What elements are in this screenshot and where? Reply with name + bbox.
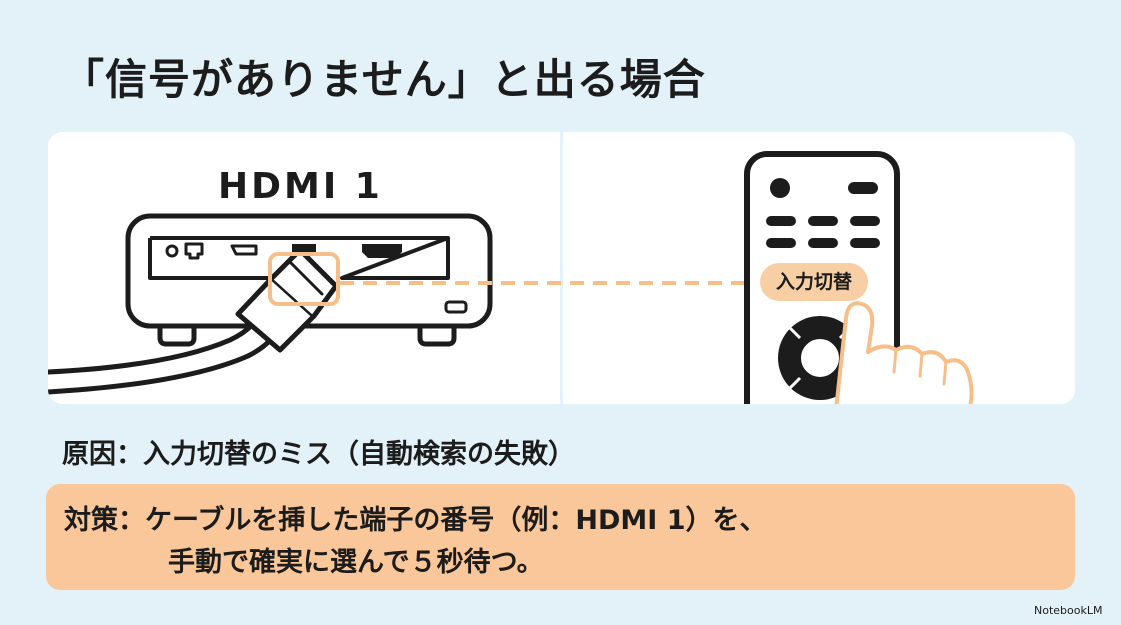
pointing-hand-icon xyxy=(834,301,974,404)
page-title: 「信号がありません」と出る場合 xyxy=(62,55,706,104)
solution-line-2: 手動で確実に選んで５秒待つ。 xyxy=(168,547,544,578)
solution-box: 対策：ケーブルを挿した端子の番号（例：HDMI 1）を、 手動で確実に選んで５秒… xyxy=(46,484,1075,590)
remote-control-icon xyxy=(744,151,900,404)
solution-line-1: 対策：ケーブルを挿した端子の番号（例：HDMI 1）を、 xyxy=(64,505,767,536)
brand-watermark: NotebookLM xyxy=(1034,604,1103,617)
cause-text: 原因：入力切替のミス（自動検索の失敗） xyxy=(62,439,575,470)
port-highlight xyxy=(268,252,340,306)
hdmi-cable xyxy=(48,247,339,395)
input-switch-button-label: 入力切替 xyxy=(760,263,868,301)
hdmi-port-label: HDMI 1 xyxy=(218,166,383,207)
